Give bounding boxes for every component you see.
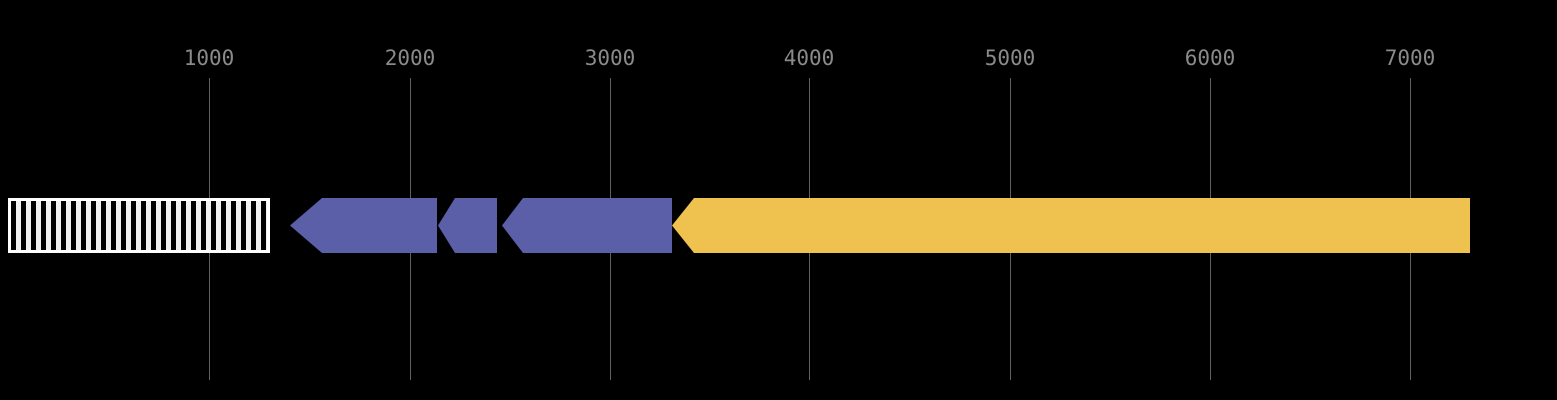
feature-blue-arrow-3-shape [502, 198, 672, 253]
feature-blue-arrow-3[interactable] [502, 198, 672, 253]
feature-blue-arrow-2[interactable] [438, 198, 497, 253]
axis-tick-label-3000: 3000 [584, 46, 636, 70]
axis-tick-label-4000: 4000 [783, 46, 835, 70]
axis-tick-label-7000: 7000 [1384, 46, 1436, 70]
feature-blue-arrow-1[interactable] [290, 198, 437, 253]
axis-tick-label-6000: 6000 [1184, 46, 1236, 70]
axis-tick-label-5000: 5000 [984, 46, 1036, 70]
feature-hatched-block[interactable] [8, 198, 270, 253]
axis-tick-label-1000: 1000 [183, 46, 235, 70]
feature-yellow-arrow-1[interactable] [672, 198, 1470, 253]
feature-yellow-arrow-1-shape [672, 198, 1470, 253]
axis-tick-label-2000: 2000 [384, 46, 436, 70]
feature-blue-arrow-1-shape [290, 198, 437, 253]
feature-blue-arrow-2-shape [438, 198, 497, 253]
